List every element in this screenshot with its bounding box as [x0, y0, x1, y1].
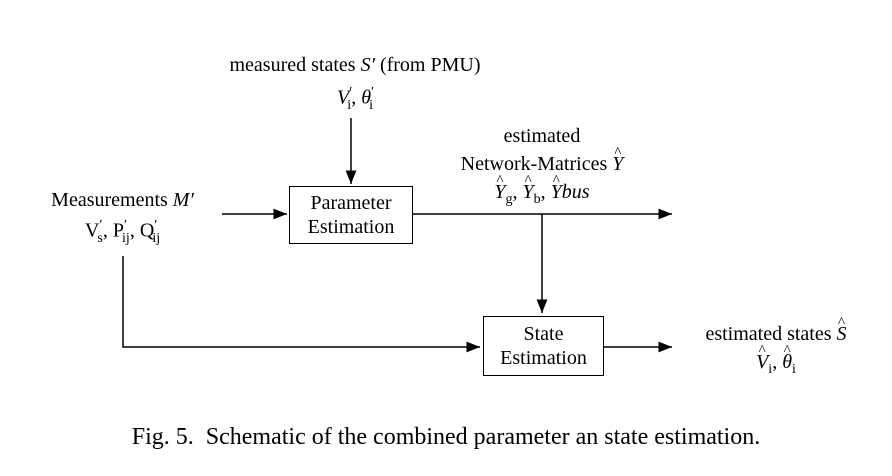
- admittance-matrix-symbol: Y: [551, 180, 562, 204]
- parameter-estimation-line2: Estimation: [307, 216, 395, 238]
- network-matrices-line2: Network-Matrices Y: [428, 152, 656, 176]
- network-sep-1: ,: [512, 181, 523, 203]
- measured-active-power-prime: ′: [123, 218, 128, 233]
- network-matrices-line1: estimated: [503, 125, 581, 147]
- network-matrices-text: Network-Matrices: [460, 153, 613, 175]
- measurements-label-line1: Measurements M′: [20, 188, 225, 212]
- conductance-matrix-sub: g: [505, 192, 513, 207]
- measured-voltage-prime: ′: [99, 218, 103, 233]
- measurements-sep-2: ,: [129, 219, 140, 242]
- state-estimation-block: State Estimation: [483, 316, 604, 376]
- state-estimation-line2: Estimation: [500, 347, 587, 369]
- measurements-label: Measurements M′ V′s, P′ij, Q′ij: [20, 188, 225, 251]
- parameter-estimation-line1: Parameter: [310, 192, 392, 214]
- pmu-angle-prime: ′: [371, 85, 375, 100]
- figure-caption: Fig. 5. Schematic of the combined parame…: [131, 424, 761, 450]
- conductance-matrix-symbol: Y: [494, 180, 505, 204]
- estimated-voltage-sub: i: [768, 362, 773, 377]
- measured-reactive-power-sub: ij: [152, 230, 161, 246]
- measurements-sep-1: ,: [102, 219, 113, 242]
- arrow-measurements-to-state: [122, 256, 480, 353]
- measurements-label-line2: V′s, P′ij, Q′ij: [20, 214, 225, 251]
- network-matrices-symbol: Y: [612, 152, 623, 176]
- estimated-voltage: V: [756, 350, 768, 374]
- pmu-source: (from PMU): [374, 54, 481, 76]
- pmu-label: measured states S′ (from PMU) V′i, θ′i: [190, 53, 520, 118]
- pmu-voltage-sub: i: [347, 97, 352, 113]
- measured-voltage: V: [84, 219, 100, 242]
- network-sep-2: ,: [540, 181, 551, 203]
- measured-active-power: P: [112, 219, 124, 242]
- pmu-label-line1: measured states S′ (from PMU): [190, 53, 520, 77]
- pmu-voltage-prime: ′: [349, 85, 353, 100]
- estimated-angle-sub: i: [792, 362, 796, 377]
- estimated-sep: ,: [772, 351, 783, 373]
- network-matrices-label: estimated Network-Matrices Y Yg, Yb, Ybu…: [428, 124, 656, 212]
- admittance-matrix-suffix: bus: [561, 181, 590, 203]
- pmu-angle: θ: [361, 86, 372, 109]
- pmu-label-line2: V′i, θ′i: [190, 81, 520, 118]
- estimated-states-line2: Vi, θi: [676, 350, 876, 382]
- state-estimation-line1: State: [523, 323, 564, 345]
- measured-reactive-power-prime: ′: [154, 218, 158, 233]
- measured-reactive-power: Q: [139, 219, 155, 242]
- pmu-voltage: V: [337, 86, 350, 109]
- pmu-label-text: measured states: [229, 54, 361, 76]
- estimated-states-symbol: S: [837, 322, 847, 346]
- measurements-text: Measurements: [51, 189, 173, 211]
- pmu-sep: ,: [351, 86, 362, 109]
- network-matrices-line3: Yg, Yb, Ybus: [428, 180, 656, 212]
- susceptance-matrix-symbol: Y: [523, 180, 534, 204]
- estimated-states-line1: estimated states S: [676, 322, 876, 346]
- estimated-angle: θ: [782, 350, 792, 374]
- pmu-symbol: S′: [360, 54, 375, 76]
- measured-active-power-sub: ij: [122, 230, 130, 246]
- measurements-symbol: M′: [172, 189, 194, 211]
- measured-voltage-sub: s: [97, 230, 103, 246]
- parameter-estimation-block: Parameter Estimation: [289, 186, 413, 244]
- pmu-angle-sub: i: [369, 97, 373, 113]
- susceptance-matrix-sub: b: [533, 192, 541, 207]
- estimated-states-text: estimated states: [705, 323, 837, 345]
- estimated-states-label: estimated states S Vi, θi: [676, 322, 876, 382]
